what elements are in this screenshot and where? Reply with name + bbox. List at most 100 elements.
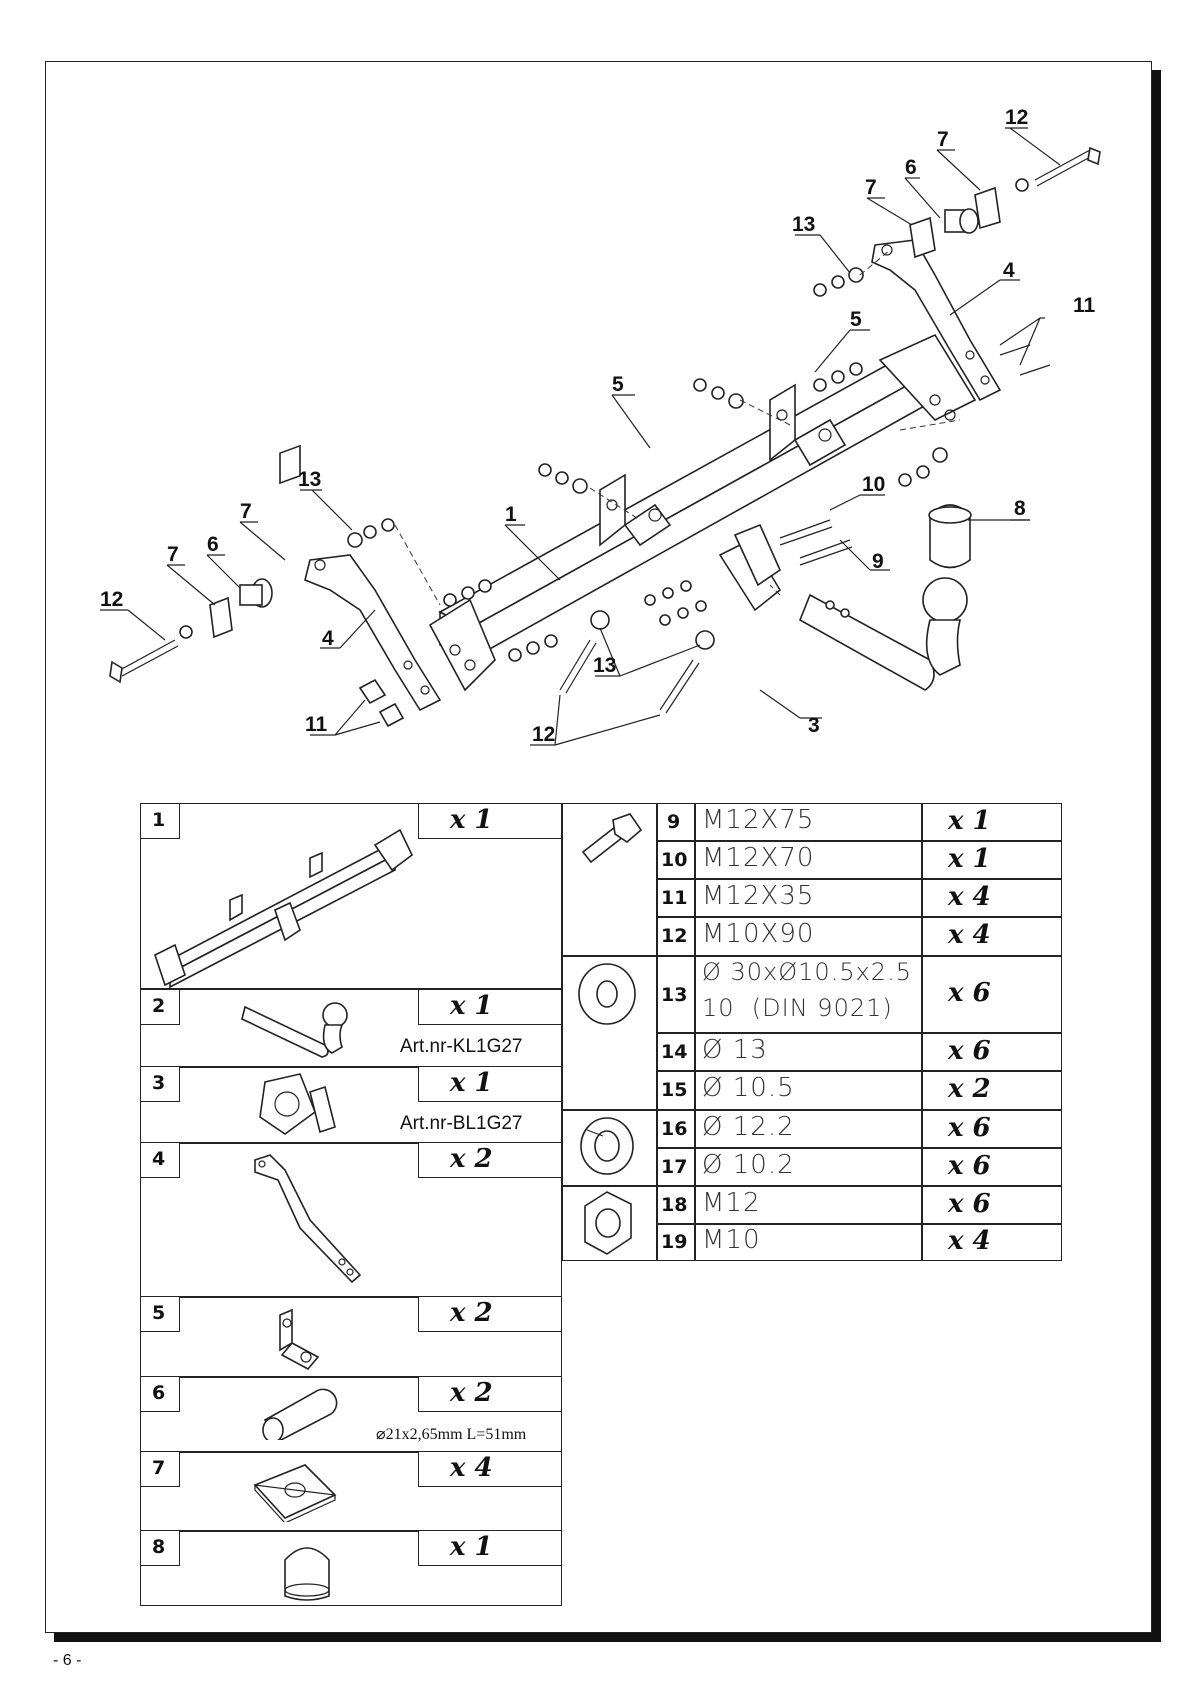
bolts-11-left — [358, 678, 405, 728]
row-7-num-cell — [140, 1451, 180, 1487]
callout-11-left: 11 — [305, 713, 328, 736]
row-2-num: 2 — [152, 995, 166, 1017]
row-9-num-cell — [657, 803, 695, 841]
callout-12-right: 12 — [1005, 106, 1028, 129]
row-13-qty: x 6 — [948, 978, 991, 1008]
row-7-qty-cell — [418, 1451, 562, 1487]
row-14-spec: Ø 13 — [702, 1035, 768, 1065]
callout-3: 3 — [808, 714, 820, 737]
row-15-spec: Ø 10.5 — [702, 1073, 795, 1103]
row-7-qty: x 4 — [450, 1453, 493, 1483]
row-3-qty: x 1 — [450, 1068, 493, 1098]
row-18-spec: M12 — [702, 1188, 761, 1218]
callout-12-left: 12 — [100, 588, 123, 611]
assembly-lines — [394, 249, 961, 606]
row-10-spec: M12X70 — [702, 843, 815, 873]
row-10-num: 10 — [661, 849, 688, 871]
row-19-num: 19 — [661, 1231, 688, 1253]
left-spacer-group — [109, 444, 301, 684]
row-11-num-cell — [657, 879, 695, 917]
row-6-num: 6 — [152, 1382, 166, 1404]
callout-7-right-a: 7 — [865, 176, 877, 199]
row-12-num-cell — [657, 917, 695, 956]
page-number: - 6 - — [53, 1652, 82, 1669]
tow-ball-thumbnail — [241, 1002, 348, 1058]
callout-13-left: 13 — [298, 468, 321, 491]
side-arm-thumbnail — [254, 1154, 362, 1284]
row-17-qty-cell — [922, 1148, 1062, 1186]
row-2-article: Art.nr-KL1G27 — [400, 1036, 523, 1057]
callout-10: 10 — [862, 473, 885, 496]
row-10-qty-cell — [922, 841, 1062, 879]
row-17-qty: x 6 — [948, 1151, 991, 1181]
bolt-icon — [581, 813, 643, 864]
row-13-spec-line2: 10 (DIN 9021) — [702, 994, 893, 1022]
bracket-thumbnail — [279, 1308, 320, 1371]
row-9-spec: M12X75 — [702, 805, 815, 835]
row-13-num: 13 — [661, 984, 688, 1006]
row-15-spec-cell — [695, 1071, 922, 1110]
row-16-spec-cell — [695, 1110, 922, 1148]
side-arm-left — [304, 554, 442, 712]
row-6-dimensions: ⌀21x2,65mm L=51mm — [376, 1426, 527, 1443]
row-1-qty-cell — [418, 803, 562, 839]
callout-13-bottom: 13 — [593, 654, 616, 677]
row-17-spec: Ø 10.2 — [702, 1150, 795, 1180]
row-13-num-cell — [657, 956, 695, 1033]
callout-11-right: 11 — [1073, 294, 1096, 317]
row-18-num-cell — [657, 1186, 695, 1224]
bracket-5-right — [769, 383, 847, 467]
row-10-qty: x 1 — [948, 844, 991, 874]
row-12-qty-cell — [922, 917, 1062, 956]
row-17-num: 17 — [661, 1156, 688, 1178]
row-13-spec-cell — [695, 956, 922, 1033]
callout-4-left: 4 — [322, 627, 334, 650]
row-16-qty-cell — [922, 1110, 1062, 1148]
row-5-qty-cell — [418, 1296, 562, 1332]
callout-labels: 1 3 4 4 5 5 6 6 7 7 7 7 8 9 10 11 11 — [100, 106, 1096, 746]
callout-7-left-a: 7 — [167, 543, 179, 566]
row-5-qty: x 2 — [450, 1298, 493, 1328]
row-14-qty-cell — [922, 1033, 1062, 1071]
bolts-12-bottom — [559, 639, 700, 714]
row-13-qty-cell — [922, 956, 1062, 1033]
ball-cover-thumbnail — [284, 1547, 330, 1601]
callout-8: 8 — [1014, 497, 1026, 520]
row-4-num-cell — [140, 1142, 180, 1178]
row-2-num-cell — [140, 989, 180, 1025]
row-13-spec: Ø 30xØ10.5x2.5 — [702, 958, 912, 986]
row-8-qty: x 1 — [450, 1532, 493, 1562]
row-11-qty: x 4 — [948, 882, 991, 912]
washer-icon — [578, 963, 636, 1025]
row-4-qty: x 2 — [450, 1144, 493, 1174]
row-5-num: 5 — [152, 1302, 166, 1324]
callout-9: 9 — [872, 550, 884, 573]
side-arm-right — [871, 239, 1002, 402]
row-6-qty-cell — [418, 1376, 562, 1412]
row-10-num-cell — [657, 841, 695, 879]
ball-cover-part — [928, 504, 972, 569]
bolt-icon-cell — [562, 803, 657, 956]
row-9-qty-cell — [922, 803, 1062, 841]
socket-plate-thumbnail — [259, 1073, 336, 1135]
row-6-qty: x 2 — [450, 1378, 493, 1408]
row-19-spec: M10 — [702, 1225, 761, 1255]
row-12-qty: x 4 — [948, 920, 991, 950]
row-3-qty-cell — [418, 1066, 562, 1102]
row-11-num: 11 — [661, 887, 688, 909]
callout-13-right: 13 — [792, 213, 815, 236]
row-16-qty: x 6 — [948, 1113, 991, 1143]
row-15-num: 15 — [661, 1079, 688, 1101]
row-19-qty-cell — [922, 1224, 1062, 1261]
spacer-tube-thumbnail — [262, 1388, 338, 1440]
row-16-spec: Ø 12.2 — [702, 1112, 795, 1142]
row-9-spec-cell — [695, 803, 922, 841]
row-1-qty: x 1 — [450, 805, 493, 835]
row-5-num-cell — [140, 1296, 180, 1332]
row-4-qty-cell — [418, 1142, 562, 1178]
row-9-num: 9 — [667, 811, 681, 833]
row-16-num: 16 — [661, 1118, 688, 1140]
crossbar-thumbnail — [154, 828, 414, 989]
row-11-spec-cell — [695, 879, 922, 917]
nuts-washers — [347, 267, 948, 662]
